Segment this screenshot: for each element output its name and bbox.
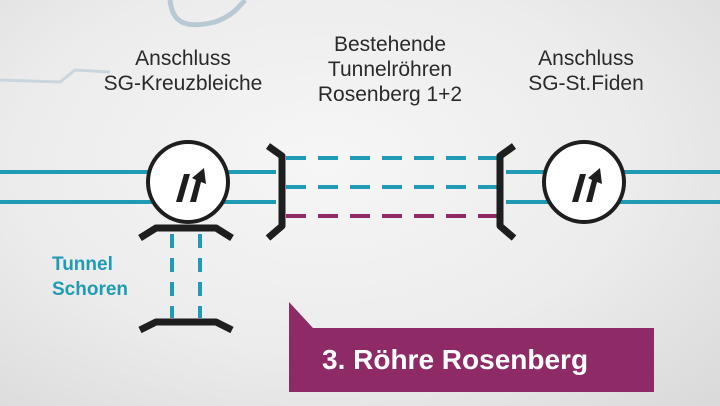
map-contour (0, 68, 111, 84)
junction-east-label-line1: Anschluss (538, 47, 634, 70)
side-tunnel-label-line1: Tunnel (52, 254, 113, 275)
junction-east-label: Anschluss SG-St.Fiden (516, 46, 656, 96)
portal-schoren-top (138, 224, 234, 241)
junction-west (146, 140, 230, 224)
junction-east-label-line2: SG-St.Fiden (528, 72, 644, 95)
junction-west-label-line1: Anschluss (135, 47, 231, 70)
junction-west-label: Anschluss SG-Kreuzbleiche (103, 46, 263, 96)
river-line (167, 0, 247, 28)
side-tunnel-label-line2: Schoren (52, 279, 129, 300)
caption-banner: 3. Röhre Rosenberg (289, 328, 654, 392)
caption-pointer (289, 302, 313, 328)
side-tunnel-label: Tunnel Schoren (52, 252, 162, 302)
road-west (0, 170, 276, 204)
existing-tunnels-label-line1: Bestehende (333, 33, 447, 56)
highway-exit-icon (572, 168, 602, 202)
existing-tunnels-label-line3: Rosenberg 1+2 (317, 83, 463, 106)
junction-east (542, 140, 626, 224)
highway-exit-icon (176, 168, 206, 202)
existing-tunnels-label-line2: Tunnelröhren (327, 58, 453, 81)
portal-east (496, 143, 517, 241)
side-tunnel-tubes (170, 234, 202, 318)
junction-west-label-line2: SG-Kreuzbleiche (103, 72, 263, 95)
portal-schoren-bottom (138, 318, 234, 334)
existing-tunnels-label: Bestehende Tunnelröhren Rosenberg 1+2 (300, 32, 480, 107)
portal-west (265, 143, 286, 241)
